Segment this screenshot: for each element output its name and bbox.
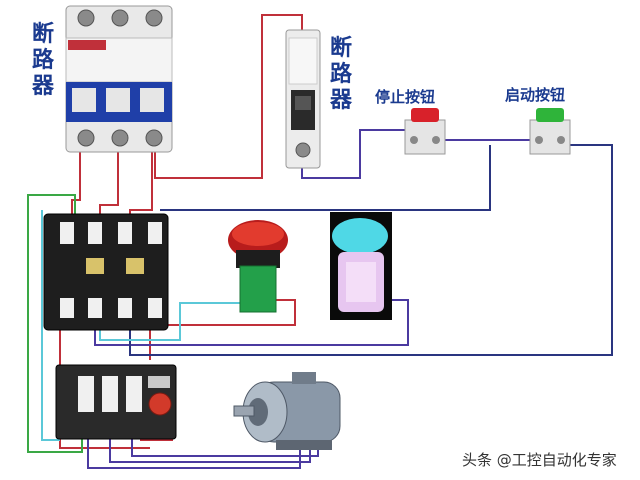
main-breaker-label: 断路器: [31, 22, 54, 99]
lit-indicator-lamp: [330, 212, 392, 320]
wire-purple-ctrl-stop: [301, 129, 405, 179]
motor: [233, 372, 341, 450]
overload-relay: [55, 364, 177, 440]
control-breaker-label: 断路器: [329, 36, 352, 113]
main-breaker: [65, 5, 173, 153]
wire-cyan-left: [41, 210, 60, 441]
wire-purple-motor-2: [109, 435, 311, 463]
wire-purple-motor-1: [87, 435, 301, 469]
wire-red-main-to-ctrl: [154, 14, 303, 179]
watermark: 头条 @工控自动化专家: [462, 451, 617, 469]
stop-button-label: 停止按钮: [375, 88, 436, 106]
wires: [27, 14, 613, 469]
control-breaker: [285, 29, 321, 169]
wire-navy-holding: [160, 145, 491, 211]
contactor: [43, 213, 169, 331]
start-button-label: 启动按钮: [505, 86, 566, 104]
red-indicator-lamp: [228, 220, 288, 313]
wire-cyan-lamp: [99, 302, 240, 341]
start-button-device: [529, 108, 571, 155]
wire-purple-lamp2: [94, 299, 409, 346]
wire-green-ground: [27, 194, 83, 453]
wire-navy-start-return: [129, 144, 613, 356]
stop-button-device: [404, 108, 446, 155]
wire-red-overload-left: [59, 300, 150, 449]
wire-red-lamp-loop: [149, 299, 296, 360]
